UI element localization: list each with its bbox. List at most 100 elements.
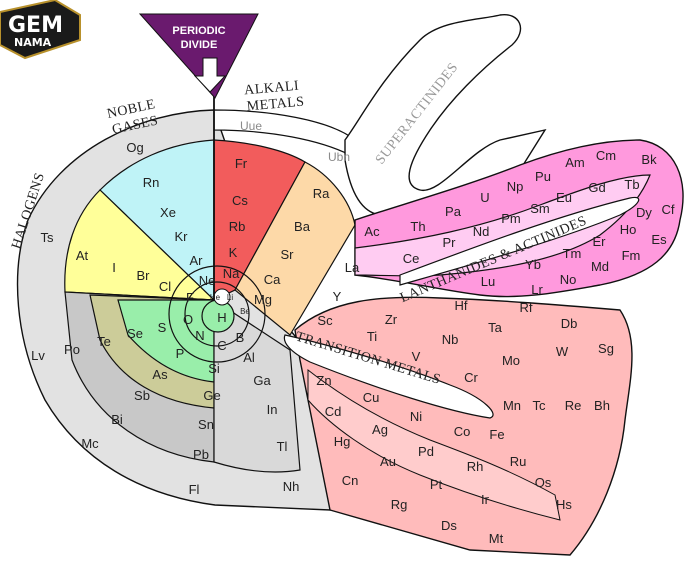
element-fr: Fr	[235, 156, 248, 171]
logo-line2: NAMA	[14, 36, 52, 49]
element-cd: Cd	[325, 404, 342, 419]
element-ce: Ce	[403, 251, 420, 266]
element-xe: Xe	[160, 205, 176, 220]
element-bh: Bh	[594, 398, 610, 413]
element-rh: Rh	[467, 459, 484, 474]
ring-2	[184, 281, 250, 347]
element-tc: Tc	[533, 398, 547, 413]
element-zr: Zr	[385, 312, 398, 327]
element-th: Th	[410, 219, 425, 234]
element-ubn: Ubn	[328, 150, 350, 164]
element-k: K	[229, 245, 238, 260]
ring-3	[168, 265, 266, 363]
element-fm: Fm	[622, 248, 641, 263]
element-ar: Ar	[190, 253, 204, 268]
lanthanide-slot	[399, 196, 640, 286]
element-db: Db	[561, 316, 578, 331]
element-at: At	[76, 248, 89, 263]
element-ag: Ag	[372, 422, 388, 437]
element-mg: Mg	[254, 292, 272, 307]
element-b: B	[236, 330, 245, 345]
element-w: W	[556, 344, 569, 359]
element-mo: Mo	[502, 353, 520, 368]
element-am: Am	[565, 155, 585, 170]
element-ga: Ga	[253, 373, 271, 388]
element-f: F	[186, 290, 194, 305]
element-dy: Dy	[636, 205, 652, 220]
element-rb: Rb	[229, 219, 246, 234]
transition-inner-band	[307, 368, 561, 521]
element-ts: Ts	[41, 230, 55, 245]
element-s: S	[158, 320, 167, 335]
element-gd: Gd	[588, 180, 605, 195]
element-cs: Cs	[232, 193, 248, 208]
element-nb: Nb	[442, 332, 459, 347]
element-mc: Mc	[81, 436, 99, 451]
element-sb: Sb	[134, 388, 150, 403]
element-fl: Fl	[189, 482, 200, 497]
element-cm: Cm	[596, 148, 616, 163]
element-bi: Bi	[111, 412, 123, 427]
element-si: Si	[208, 361, 220, 376]
element-sc: Sc	[317, 313, 333, 328]
element-np: Np	[507, 179, 524, 194]
element-h: H	[217, 310, 226, 325]
element-na: Na	[223, 266, 240, 281]
element-md: Md	[591, 259, 609, 274]
element-ds: Ds	[441, 518, 457, 533]
element-n: N	[195, 328, 204, 343]
element-c: C	[217, 338, 226, 353]
element-nd: Nd	[473, 224, 490, 239]
element-tl: Tl	[277, 439, 288, 454]
element-pr: Pr	[443, 235, 457, 250]
element-ne: Ne	[199, 273, 216, 288]
element-bk: Bk	[641, 152, 657, 167]
element-ni: Ni	[410, 409, 422, 424]
element-pd: Pd	[418, 444, 434, 459]
element-cl: Cl	[159, 279, 171, 294]
element-eu: Eu	[556, 190, 572, 205]
element-hf: Hf	[455, 298, 468, 313]
element-nh: Nh	[283, 479, 300, 494]
element-cn: Cn	[342, 473, 359, 488]
element-po: Po	[64, 342, 80, 357]
element-yb: Yb	[525, 257, 541, 272]
label-alkali-1: ALKALI	[244, 79, 300, 99]
element-la: La	[345, 260, 360, 275]
element-sr: Sr	[281, 247, 295, 262]
element-re: Re	[565, 398, 582, 413]
element-pa: Pa	[445, 204, 462, 219]
element-y: Y	[333, 289, 342, 304]
periodic-divide-banner	[138, 13, 259, 99]
down-arrow-icon	[193, 57, 227, 93]
element-au: Au	[380, 454, 396, 469]
label-alkali-2: METALS	[246, 95, 305, 115]
element-u: U	[480, 190, 489, 205]
element-tb: Tb	[624, 177, 639, 192]
element-pm: Pm	[501, 211, 521, 226]
element-ca: Ca	[264, 272, 281, 287]
element-ra: Ra	[313, 186, 330, 201]
element-pb: Pb	[193, 447, 209, 462]
element-rf: Rf	[520, 300, 533, 315]
element-lu: Lu	[481, 274, 495, 289]
element-hg: Hg	[334, 434, 351, 449]
logo-line1: GEM	[8, 13, 63, 38]
element-cf: Cf	[662, 202, 675, 217]
element-kr: Kr	[175, 229, 189, 244]
element-pt: Pt	[430, 477, 443, 492]
element-o: O	[183, 312, 193, 327]
alkaline-earth-sector	[234, 161, 356, 336]
element-sg: Sg	[598, 341, 614, 356]
element-i: I	[112, 260, 116, 275]
p-block-gray-region	[213, 298, 301, 473]
element-br: Br	[137, 268, 151, 283]
element-zn: Zn	[316, 373, 331, 388]
element-li: Li	[227, 293, 233, 302]
element-te: Te	[97, 334, 111, 349]
element-sm: Sm	[530, 201, 550, 216]
element-os: Os	[535, 475, 552, 490]
element-ac: Ac	[364, 224, 380, 239]
